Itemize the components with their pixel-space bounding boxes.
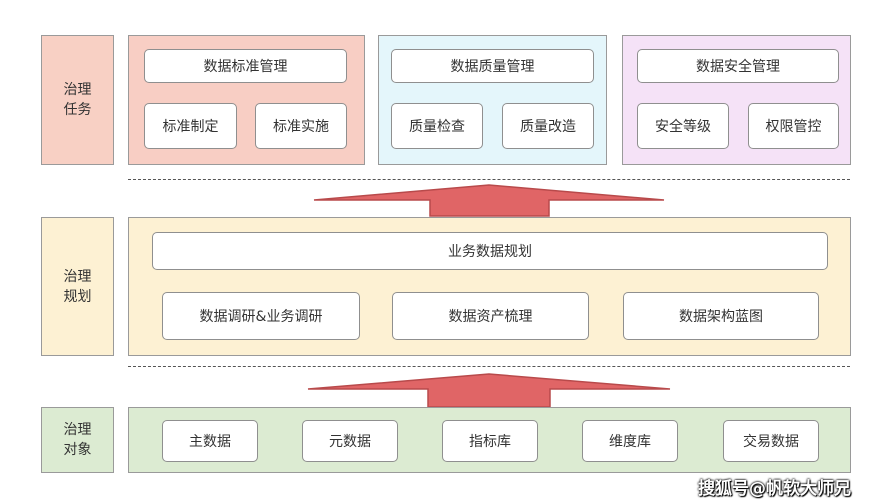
tasks-row-label: 治理 任务 <box>63 82 92 118</box>
objects-row-label: 治理 对象 <box>63 422 92 458</box>
task-item: 标准实施 <box>255 103 347 149</box>
dashed-separator <box>128 179 850 180</box>
task-group-quality: 数据质量管理 质量检查 质量改造 <box>378 35 607 165</box>
task-group-standard: 数据标准管理 标准制定 标准实施 <box>128 35 365 165</box>
dashed-separator <box>128 366 850 367</box>
task-group-title: 数据质量管理 <box>391 49 594 83</box>
planning-item: 数据架构蓝图 <box>623 292 819 340</box>
watermark: 搜狐号@帆软大师兄 <box>698 479 851 499</box>
objects-row-label-panel: 治理 对象 <box>41 407 114 473</box>
planning-row-label-panel: 治理 规划 <box>41 217 114 356</box>
object-item: 交易数据 <box>723 420 819 462</box>
objects-panel: 主数据 元数据 指标库 维度库 交易数据 <box>128 407 851 473</box>
up-arrow-icon <box>313 184 665 217</box>
task-item: 安全等级 <box>637 103 729 149</box>
planning-row-label: 治理 规划 <box>63 268 92 305</box>
task-item: 质量检查 <box>391 103 483 149</box>
object-item: 元数据 <box>302 420 398 462</box>
task-group-title: 数据安全管理 <box>637 49 839 83</box>
task-group-security: 数据安全管理 安全等级 权限管控 <box>622 35 851 165</box>
planning-item: 数据调研&业务调研 <box>162 292 360 340</box>
task-group-title: 数据标准管理 <box>144 49 347 83</box>
task-item: 权限管控 <box>748 103 839 149</box>
planning-panel: 业务数据规划 数据调研&业务调研 数据资产梳理 数据架构蓝图 <box>128 217 851 356</box>
object-item: 维度库 <box>582 420 678 462</box>
task-item: 标准制定 <box>144 103 237 149</box>
object-item: 指标库 <box>442 420 538 462</box>
planning-header: 业务数据规划 <box>152 232 828 270</box>
task-item: 质量改造 <box>502 103 594 149</box>
object-item: 主数据 <box>162 420 258 462</box>
tasks-row-label-panel: 治理 任务 <box>41 35 114 165</box>
up-arrow-icon <box>307 373 671 408</box>
planning-item: 数据资产梳理 <box>392 292 589 340</box>
